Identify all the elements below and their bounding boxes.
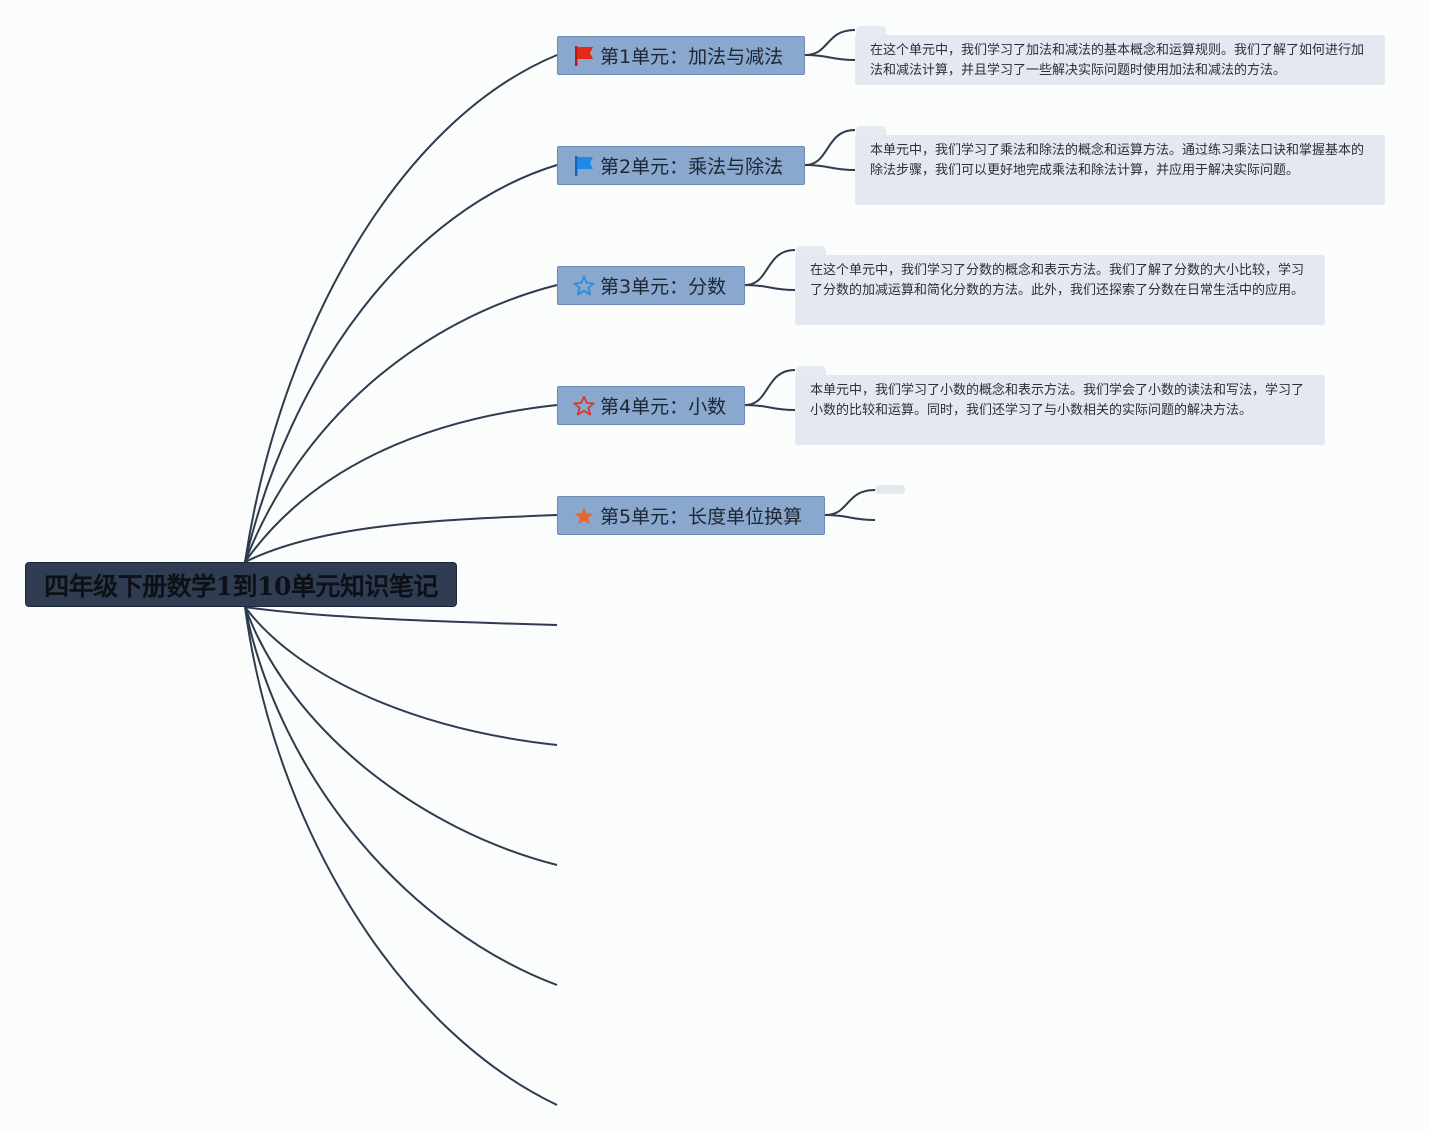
branch-unit-4[interactable]: 第4单元：小数 <box>557 386 745 425</box>
note-tab <box>796 246 826 256</box>
branch-label: 第1单元：加法与减法 <box>600 46 784 68</box>
red-star-outline-icon <box>573 395 595 415</box>
note-tab <box>796 366 826 376</box>
note-tab <box>856 126 886 136</box>
blue-star-outline-icon <box>573 275 595 295</box>
central-topic[interactable]: 四年级下册数学1到10单元知识笔记 <box>25 562 457 607</box>
branch-unit-1[interactable]: 第1单元：加法与减法 <box>557 36 805 75</box>
branch-label: 第5单元：长度单位换算 <box>600 506 803 528</box>
note-unit-1[interactable]: 在这个单元中，我们学习了加法和减法的基本概念和运算规则。我们了解了如何进行加法和… <box>855 35 1385 85</box>
note-unit-3[interactable]: 在这个单元中，我们学习了分数的概念和表示方法。我们了解了分数的大小比较，学习了分… <box>795 255 1325 325</box>
note-unit-2[interactable]: 本单元中，我们学习了乘法和除法的概念和运算方法。通过练习乘法口诀和掌握基本的除法… <box>855 135 1385 205</box>
note-text: 在这个单元中，我们学习了分数的概念和表示方法。我们了解了分数的大小比较，学习了分… <box>810 263 1305 298</box>
orange-star-icon <box>575 507 593 524</box>
branch-label: 第2单元：乘法与除法 <box>600 156 784 178</box>
note-text: 本单元中，我们学习了小数的概念和表示方法。我们学会了小数的读法和写法，学习了小数… <box>810 383 1305 418</box>
red-flag-icon <box>575 45 593 66</box>
branch-label: 第4单元：小数 <box>600 396 727 418</box>
branch-unit-3[interactable]: 第3单元：分数 <box>557 266 745 305</box>
note-text: 本单元中，我们学习了乘法和除法的概念和运算方法。通过练习乘法口诀和掌握基本的除法… <box>870 143 1365 178</box>
branch-label: 第3单元：分数 <box>600 276 727 298</box>
central-topic-title: 四年级下册数学1到10单元知识笔记 <box>44 571 438 601</box>
note-unit-4[interactable]: 本单元中，我们学习了小数的概念和表示方法。我们学会了小数的读法和写法，学习了小数… <box>795 375 1325 445</box>
blue-flag-icon <box>575 155 593 176</box>
note-text: 在这个单元中，我们学习了加法和减法的基本概念和运算规则。我们了解了如何进行加法和… <box>870 43 1365 78</box>
branch-unit-5[interactable]: 第5单元：长度单位换算 <box>557 496 825 535</box>
branch-unit-2[interactable]: 第2单元：乘法与除法 <box>557 146 805 185</box>
empty-note-stub <box>875 485 905 494</box>
note-tab <box>856 26 886 36</box>
